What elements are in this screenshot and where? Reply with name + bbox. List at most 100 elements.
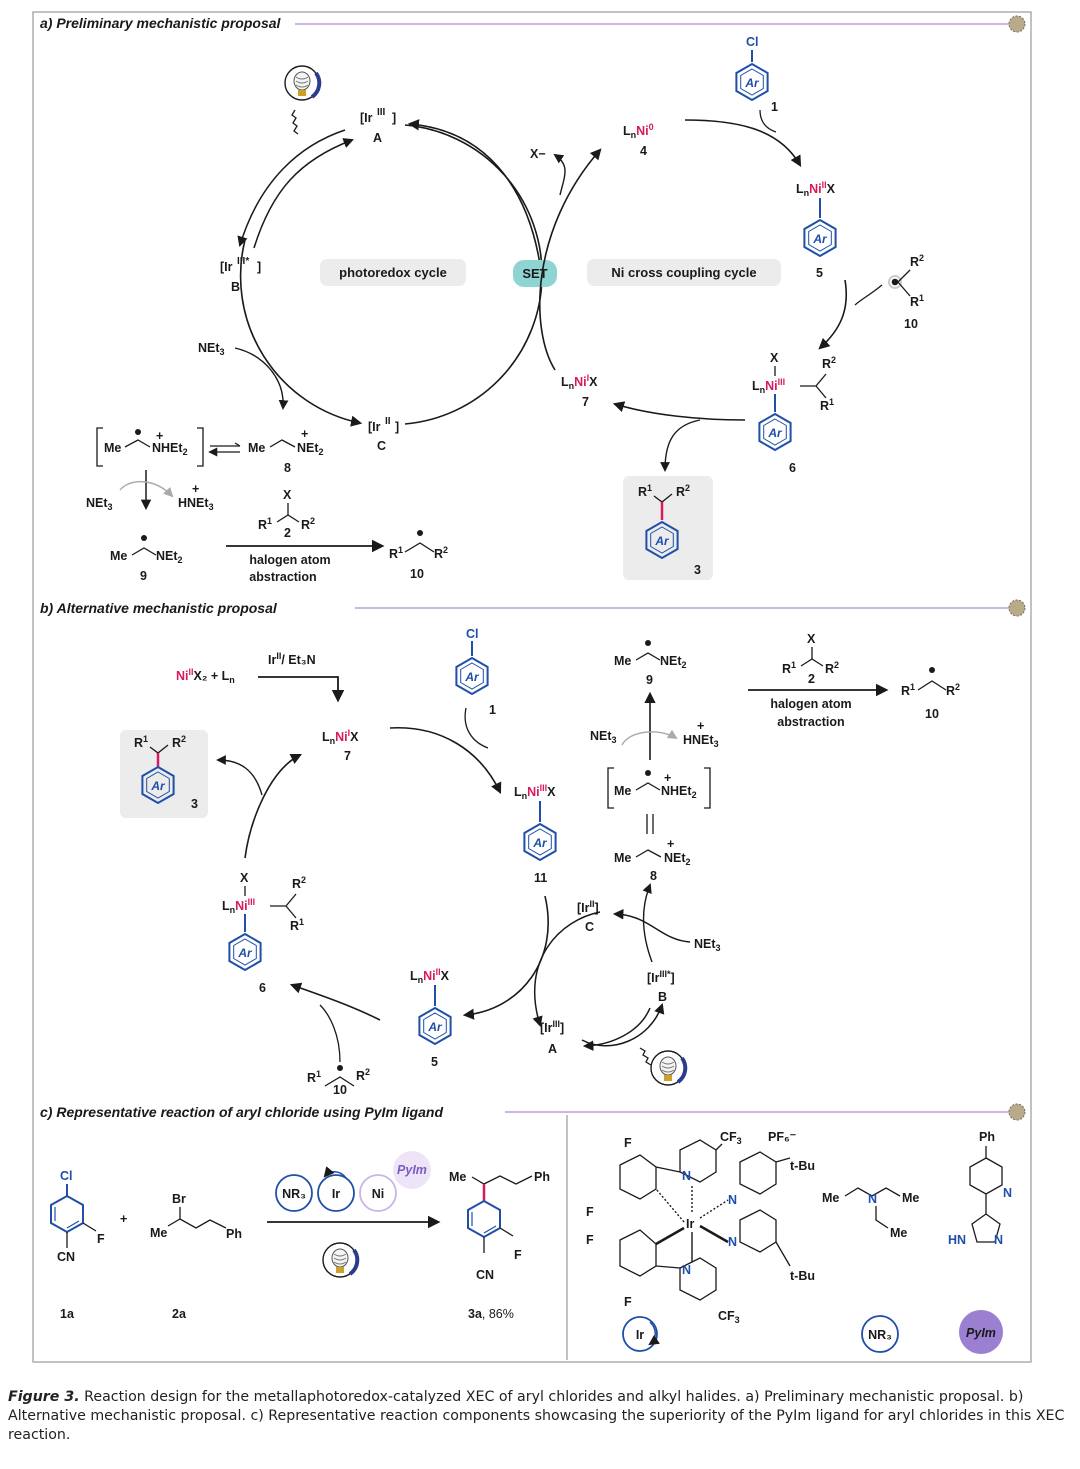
svg-text:F: F xyxy=(514,1248,522,1262)
ni-pill-label: Ni xyxy=(372,1187,385,1201)
alkyl-radical-10-b2: R1 R2 10 xyxy=(901,667,960,721)
amine-oxidation-arrow-b xyxy=(642,883,653,963)
ni2-aryl-5: LnNiIIX Ar 5 xyxy=(796,180,837,280)
base-arrow-b xyxy=(621,729,678,746)
svg-text:LnNiIII: LnNiIII xyxy=(222,897,255,915)
xat-label-2: abstraction xyxy=(249,570,316,584)
pyim-label: PyIm xyxy=(397,1163,427,1177)
ni-cycle-label: Ni cross coupling cycle xyxy=(611,265,756,280)
gear-icon xyxy=(1008,599,1026,617)
ni0-label: LnNi0 4 xyxy=(623,122,654,158)
svg-text:IrII/ Et₃N: IrII/ Et₃N xyxy=(268,651,316,667)
svg-text:CF3: CF3 xyxy=(720,1130,742,1146)
svg-text:6: 6 xyxy=(259,981,266,995)
svg-text:N: N xyxy=(728,1193,737,1207)
svg-text:N: N xyxy=(994,1233,1003,1247)
svg-text:Ph: Ph xyxy=(226,1227,242,1241)
set-label: SET xyxy=(522,266,547,281)
svg-text:R2: R2 xyxy=(825,660,839,676)
ni1-complex-7: LnNiIX 7 xyxy=(561,373,598,409)
panel-a-title: a) Preliminary mechanistic proposal xyxy=(40,15,282,31)
svg-text:[IrIII*]: [IrIII*] xyxy=(647,969,675,985)
svg-text:Ph: Ph xyxy=(534,1170,550,1184)
oxidative-addition-arrow xyxy=(684,119,802,167)
ni-pill xyxy=(359,1174,397,1212)
alkyl-radical-10: R2 R1 10 xyxy=(888,253,924,331)
svg-text:Me: Me xyxy=(104,441,121,455)
svg-text:1: 1 xyxy=(771,100,778,114)
product-3: R1 R2 Ar 3 xyxy=(638,483,701,577)
svg-text:+: + xyxy=(156,429,163,443)
plus-sign: + xyxy=(120,1212,127,1226)
alpha-amino-radical-9: Me NEt2 9 xyxy=(110,535,183,583)
reductive-elimination-arrow-b xyxy=(244,753,303,859)
x-release-arrow xyxy=(553,153,566,196)
set-pill xyxy=(513,260,557,287)
nr3-pill xyxy=(275,1174,313,1212)
net3-label: NEt3 xyxy=(198,341,225,357)
ir-B-label: [Ir III* ] B xyxy=(220,256,261,294)
svg-text:[Ir: [Ir xyxy=(360,111,373,125)
relaxation-arrow xyxy=(253,138,354,249)
aryl-chloride-1-b: Cl Ar 1 xyxy=(455,627,496,717)
x-minus-label: X− xyxy=(530,147,546,161)
product-3-box xyxy=(623,476,713,580)
svg-text:8: 8 xyxy=(650,869,657,883)
svg-text:9: 9 xyxy=(140,569,147,583)
svg-text:Ar: Ar xyxy=(427,1020,443,1034)
alkyl-halide-2: X R1 R2 2 xyxy=(258,488,315,540)
reductive-elimination-arrow xyxy=(612,401,746,421)
svg-text:+: + xyxy=(664,771,671,785)
radical-capture-arrow-b xyxy=(289,982,381,1021)
svg-text:Ar: Ar xyxy=(654,534,670,548)
nr3-pill-label: NR₃ xyxy=(282,1187,306,1201)
svg-text:2: 2 xyxy=(284,526,291,540)
svg-text:Cl: Cl xyxy=(746,35,759,49)
ir-C-b: [IrII] C xyxy=(577,899,599,934)
svg-text:X: X xyxy=(240,871,249,885)
caption-prefix: Figure 3. xyxy=(8,1389,80,1405)
svg-text:7: 7 xyxy=(344,749,351,763)
ir-A-b: [IrIII] A xyxy=(540,1019,564,1056)
svg-text:4: 4 xyxy=(640,144,647,158)
iminium-8: Me NEt2 + 8 xyxy=(248,427,324,475)
svg-text:X: X xyxy=(283,488,292,502)
svg-text:C: C xyxy=(585,920,594,934)
activation-arrow xyxy=(258,676,345,703)
svg-text:LnNiIIIX: LnNiIIIX xyxy=(514,783,556,801)
gear-icon xyxy=(1008,15,1026,33)
svg-text:A: A xyxy=(548,1042,557,1056)
quench-arrow xyxy=(234,347,289,410)
product-3-b: R1 R2 Ar 3 xyxy=(120,730,208,818)
svg-text:C: C xyxy=(377,439,386,453)
xat-label-1: halogen atom xyxy=(249,553,330,567)
equilibrium-arrow xyxy=(210,446,240,452)
xat-label-b2: abstraction xyxy=(777,715,844,729)
svg-text:NEt2: NEt2 xyxy=(660,654,687,670)
svg-text:Ar: Ar xyxy=(237,946,253,960)
figure-frame xyxy=(32,11,1032,1363)
svg-text:R1: R1 xyxy=(782,660,796,676)
svg-text:R1: R1 xyxy=(389,545,403,561)
svg-text:Me: Me xyxy=(822,1191,839,1205)
svg-text:Me: Me xyxy=(614,654,631,668)
light-bulb-icon xyxy=(283,64,322,102)
svg-text:R1: R1 xyxy=(258,516,272,532)
svg-text:X: X xyxy=(807,632,816,646)
svg-text:A: A xyxy=(373,131,382,145)
substrate-entry-arrow-b xyxy=(464,707,489,749)
svg-text:F: F xyxy=(624,1295,632,1309)
svg-text:[Ir: [Ir xyxy=(368,420,381,434)
svg-text:NEt2: NEt2 xyxy=(156,549,183,565)
svg-text:[IrIII]: [IrIII] xyxy=(540,1019,564,1035)
net3-base-b: NEt3 xyxy=(590,729,617,745)
product-release-arrow-b xyxy=(216,755,263,796)
svg-text:NHEt2: NHEt2 xyxy=(661,784,697,800)
photoredox-label: photoredox cycle xyxy=(339,265,447,280)
svg-text:1a: 1a xyxy=(60,1307,75,1321)
reaction-scheme: a) Preliminary mechanistic proposal [Ir … xyxy=(32,11,1032,1363)
svg-text:PF₆⁻: PF₆⁻ xyxy=(768,1130,797,1144)
legend-ir-label: Ir xyxy=(636,1328,644,1342)
svg-text:F: F xyxy=(586,1205,594,1219)
svg-text:X: X xyxy=(770,351,779,365)
